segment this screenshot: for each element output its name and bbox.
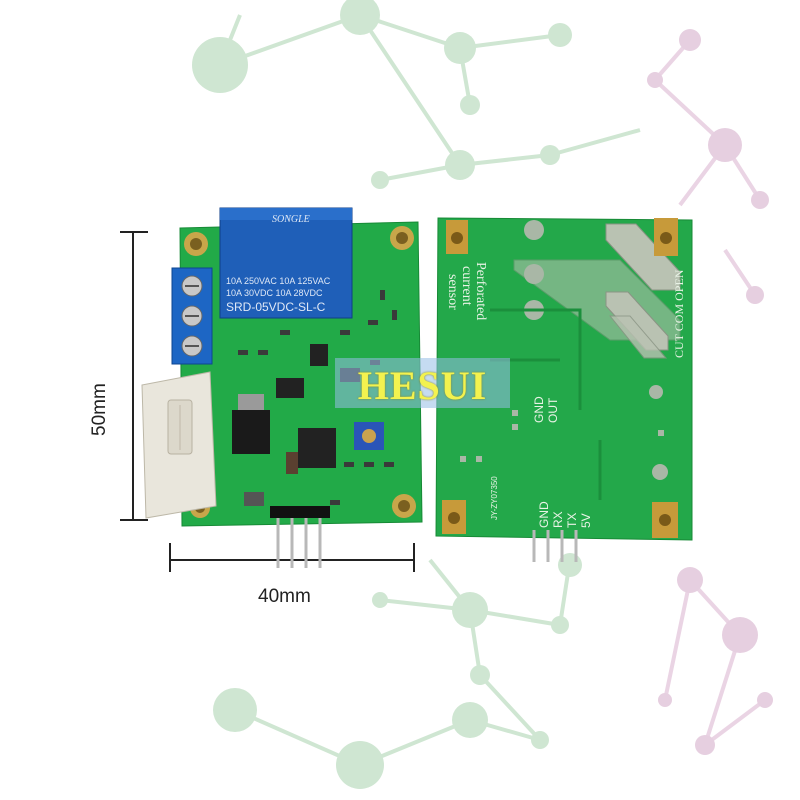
solder-pads <box>460 220 668 480</box>
back-label-line3: sensor <box>445 274 460 310</box>
front-pcb-board <box>141 207 423 568</box>
width-dimension-label: 40mm <box>258 586 311 607</box>
pin-label-rx: RX <box>551 511 565 528</box>
pin-label-tx: TX <box>565 512 579 528</box>
brass-standoff <box>442 218 678 538</box>
serial-pin-labels: GND RX TX 5V <box>537 501 593 528</box>
relay-brand: SONGLE <box>272 214 310 225</box>
relay-rating-line2: 10A 30VDC 10A 28VDC <box>226 288 323 298</box>
current-sensor-block <box>141 371 217 519</box>
relay-traces <box>513 223 681 359</box>
header-pins <box>270 506 330 568</box>
pin-label-gnd-top: GND <box>532 396 546 423</box>
pin-label-out: OUT <box>546 397 560 423</box>
back-label-line1: Perforated <box>473 262 488 321</box>
back-label-line2: current <box>459 266 474 306</box>
mounting-hole <box>184 226 416 518</box>
pin-label-gnd: GND <box>537 501 551 528</box>
output-pin-labels: GND OUT <box>532 396 560 423</box>
relay-rating-line1: 10A 250VAC 10A 125VAC <box>226 276 331 286</box>
screw-terminal-block <box>171 267 213 365</box>
brand-watermark: HESUI <box>335 358 510 408</box>
relay-model: SRD-05VDC-SL-C <box>226 300 326 314</box>
back-pcb-board <box>435 217 693 562</box>
height-dimension-label: 50mm <box>89 383 110 436</box>
back-header-pins <box>532 530 578 562</box>
part-number-label: JY-ZY07350 <box>490 476 499 520</box>
ic-chips <box>232 344 384 506</box>
pin-label-5v: 5V <box>579 513 593 528</box>
relay-component <box>219 207 353 319</box>
relay-terminal-labels: CUT COM OPEN <box>672 269 686 358</box>
brand-watermark-text: HESUI <box>357 363 488 408</box>
